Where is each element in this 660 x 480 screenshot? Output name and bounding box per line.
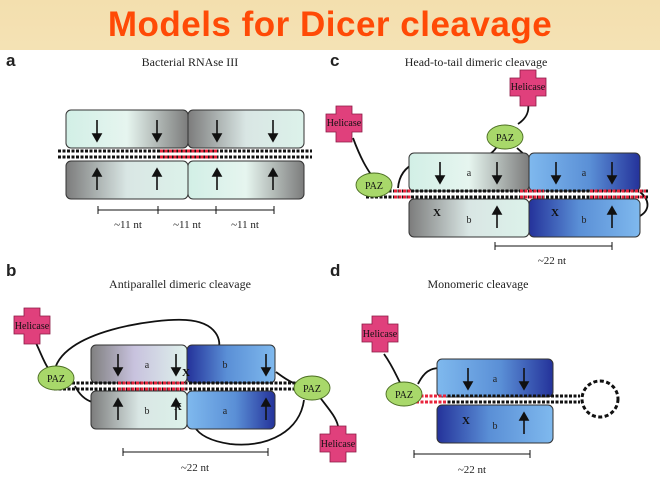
dicer-models-diagram: a Bacterial RNAse III ~11 nt ~11 [6, 51, 649, 476]
b-arrows [112, 354, 272, 420]
d-helicase-label: Helicase [363, 329, 398, 340]
panel-d-letter: d [330, 261, 340, 280]
b-box-top-left [90, 344, 188, 384]
panel-b: b Antiparallel dimeric cleavage a b b a … [6, 261, 357, 474]
panel-b-title: Antiparallel dimeric cleavage [109, 277, 251, 291]
panel-d-title: Monomeric cleavage [428, 277, 529, 291]
paz-domain [293, 375, 331, 401]
c-label-bottom-right: b [582, 215, 587, 226]
measure-a-3: ~11 nt [231, 219, 259, 231]
b-label-bottom-right: a [223, 406, 228, 417]
b-label-bottom-left: b [145, 406, 150, 417]
b-helicase-left-link [35, 342, 49, 369]
measure-b-label: ~22 nt [181, 462, 209, 474]
c-paz-top-label: PAZ [496, 133, 514, 144]
b-paz-left-label: PAZ [47, 374, 65, 385]
c-paz-left-label: PAZ [365, 181, 383, 192]
rnase-top-left-box [65, 109, 189, 149]
panel-a: a Bacterial RNAse III ~11 nt ~11 [6, 51, 312, 231]
measure-a-1: ~11 nt [114, 219, 142, 231]
panel-c-letter: c [330, 51, 339, 70]
paz-domain [385, 381, 423, 407]
b-x-bottom: X [174, 401, 182, 413]
c-label-top-left: a [467, 168, 472, 179]
rnase-top-right-box [187, 109, 305, 149]
dicer-figure: a Bacterial RNAse III ~11 nt ~11 [0, 50, 660, 480]
panel-a-title: Bacterial RNAse III [142, 55, 239, 69]
d-rna-hairpin-loop [580, 379, 620, 419]
measure-a-2: ~11 nt [173, 219, 201, 231]
rnase-bottom-right-box [187, 160, 305, 200]
measure-c-label: ~22 nt [538, 255, 566, 267]
d-x-label: X [462, 415, 470, 427]
helicase-icon [509, 69, 547, 107]
c-helicase-top-label: Helicase [511, 82, 546, 93]
b-paz-right-label: PAZ [303, 384, 321, 395]
c-label-top-right: a [582, 168, 587, 179]
paz-domain [37, 365, 75, 391]
c-x-left: X [433, 207, 441, 219]
b-box-bottom-right [186, 390, 276, 430]
measure-d [413, 450, 531, 458]
helicase-paz-link-c-left [352, 137, 373, 177]
end-link-c [639, 191, 649, 217]
b-label-top-right: b [223, 360, 228, 371]
c-label-bottom-left: b [467, 215, 472, 226]
b-label-top-left: a [145, 360, 150, 371]
rnase-arrows [91, 120, 279, 190]
b-paz-link [74, 385, 93, 403]
b-helicase-right-label: Helicase [321, 439, 356, 450]
panel-c: c Head-to-tail dimeric cleavage a a b [325, 51, 649, 267]
helicase-icon [361, 315, 399, 353]
d-arrows [462, 368, 530, 434]
d-label-top: a [493, 374, 498, 385]
panel-a-letter: a [6, 51, 16, 70]
b-box-bottom-left [90, 390, 188, 430]
d-helicase-link [383, 353, 403, 387]
measure-c [494, 242, 613, 250]
b-loop-top [53, 318, 221, 375]
paz-domain [355, 172, 393, 198]
measure-b [122, 448, 269, 456]
c-arrows [434, 162, 618, 228]
measure-a [97, 206, 275, 214]
helicase-icon [13, 307, 51, 345]
paz-domain [486, 124, 524, 150]
d-paz-label: PAZ [395, 390, 413, 401]
panel-c-title: Head-to-tail dimeric cleavage [405, 55, 548, 69]
c-helicase-left-label: Helicase [327, 118, 362, 129]
measure-d-label: ~22 nt [458, 464, 486, 476]
b-x-top: X [182, 367, 190, 379]
panel-d: d Monomeric cleavage a b X Helicase PAZ … [330, 261, 620, 476]
helicase-icon [319, 425, 357, 463]
b-box-top-right [186, 344, 276, 384]
c-x-right: X [551, 207, 559, 219]
slide-title: Models for Dicer cleavage [107, 5, 553, 44]
d-label-bottom: b [493, 421, 498, 432]
helicase-icon [325, 105, 363, 143]
rnase-bottom-left-box [65, 160, 189, 200]
panel-b-letter: b [6, 261, 16, 280]
b-helicase-left-label: Helicase [15, 321, 50, 332]
